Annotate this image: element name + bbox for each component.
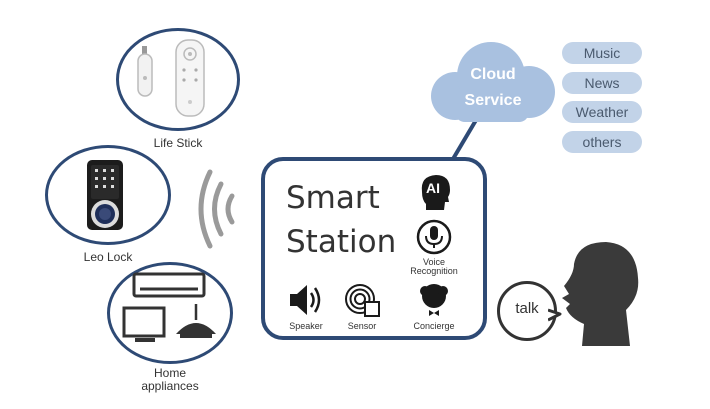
concierge-icon	[420, 284, 448, 316]
smart-station-title-line1: Smart	[286, 180, 380, 216]
cloud-service-title-line2: Service	[464, 92, 522, 109]
home-appliances-label-line2: appliances	[141, 379, 199, 393]
cloud-service-title-line1: Cloud	[470, 66, 516, 83]
leo-lock-icon	[87, 160, 123, 230]
talk-text: talk	[515, 300, 539, 317]
home-appliances-label-line1: Home	[153, 366, 186, 380]
person-head-silhouette-icon	[562, 242, 639, 346]
sensor-icon	[345, 284, 380, 317]
wireless-signal-icon	[198, 169, 235, 249]
service-others-pill: others	[562, 131, 642, 153]
voice-recognition-label-line2: Recognition	[410, 266, 458, 276]
speaker-label: Speaker	[289, 321, 323, 331]
service-news-pill: News	[562, 72, 642, 94]
cloud-shape	[431, 42, 555, 122]
service-music-pill: Music	[562, 42, 642, 64]
home-appliances-oval	[107, 262, 233, 364]
life-stick-label: Life Stick	[153, 136, 203, 150]
sensor-label: Sensor	[347, 321, 377, 331]
ai-head-icon	[421, 175, 450, 210]
smart-station-title-line2: Station	[286, 224, 397, 260]
speech-bubble-tail	[548, 308, 562, 322]
concierge-label: Concierge	[413, 321, 455, 331]
voice-recognition-label-line1: Voice	[422, 257, 446, 267]
life-stick-icon	[137, 39, 205, 117]
talk-speech-bubble	[497, 281, 557, 341]
home-appliances-icon	[122, 272, 216, 342]
ai-badge: AI	[426, 180, 440, 196]
leo-lock-label: Leo Lock	[83, 250, 133, 264]
microphone-icon	[416, 219, 452, 255]
service-weather-pill: Weather	[562, 101, 642, 123]
speaker-icon	[290, 285, 321, 315]
